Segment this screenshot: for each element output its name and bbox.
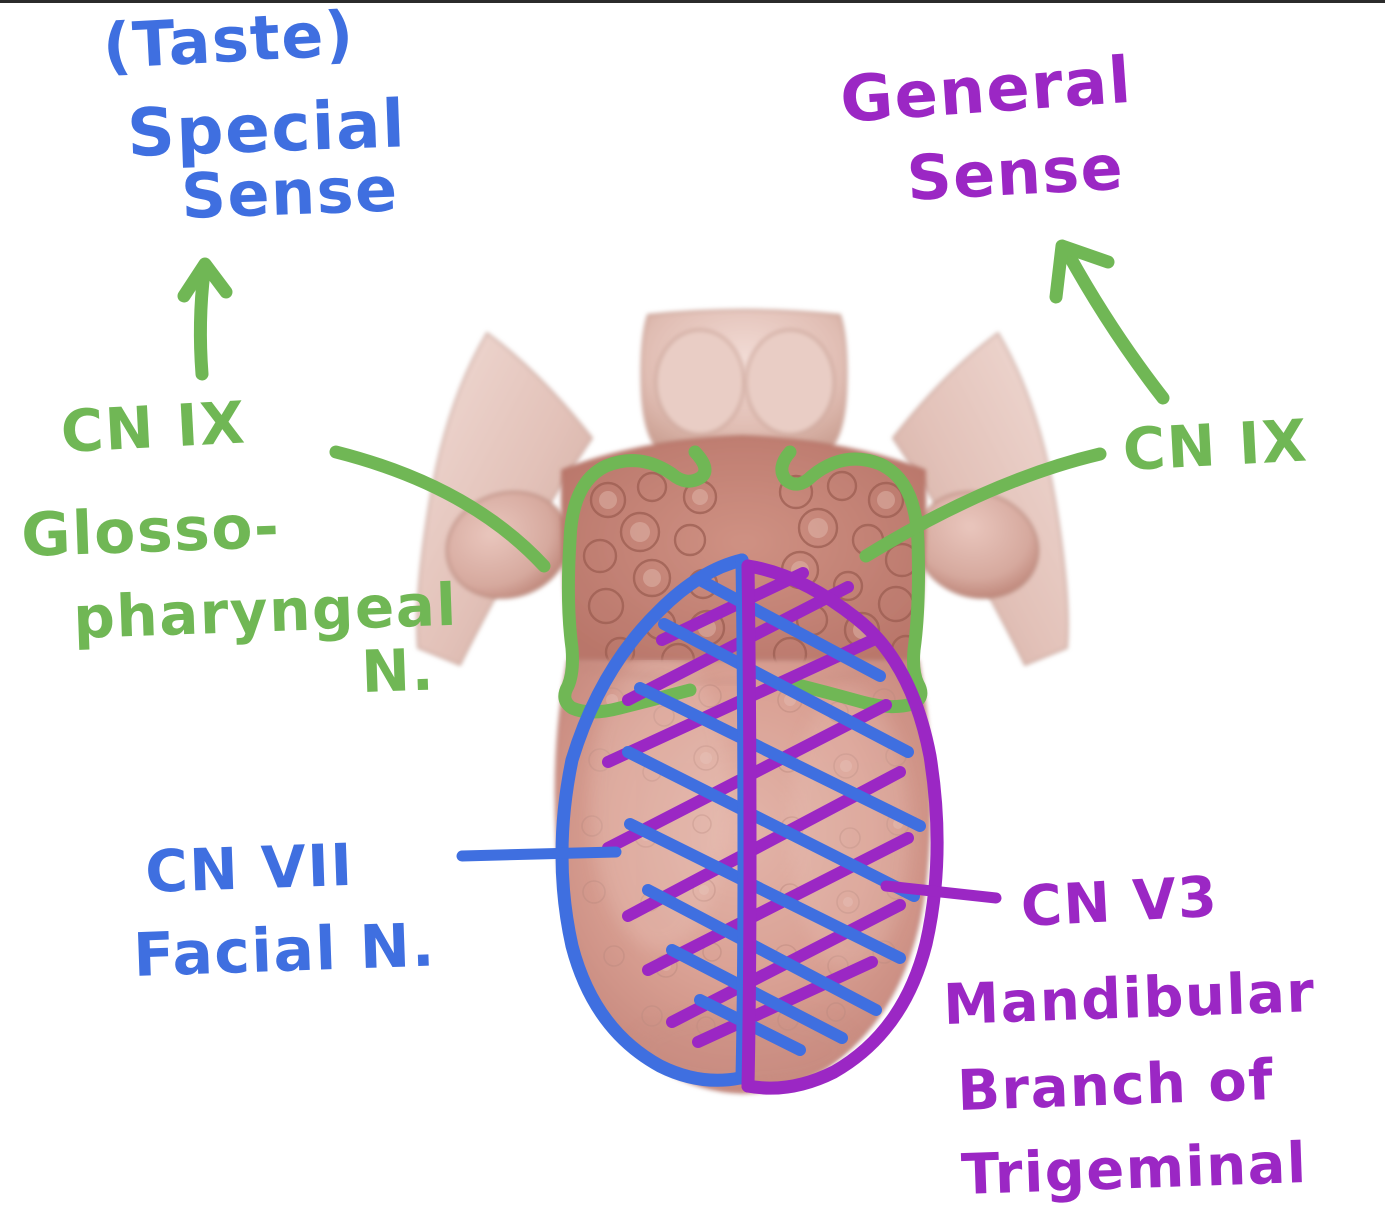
leader-line-cn9-left [329, 445, 551, 573]
label-cn7-line-1: Facial N. [132, 910, 437, 991]
label-cn-v3-line-2: Branch of [956, 1048, 1275, 1124]
label-special-sense-line-2: Sense [180, 152, 400, 233]
arrow-head-special-sense [177, 257, 233, 303]
arrow-shaft-general-sense [1059, 243, 1170, 405]
label-special-sense: (Taste) Special Sense [101, 0, 407, 233]
label-special-sense-line-0: (Taste) [101, 0, 356, 83]
label-general-sense-line-1: Sense [905, 131, 1126, 215]
label-cn9-left-line-0: CN IX [59, 388, 247, 466]
label-cn7-line-0: CN VII [144, 831, 355, 906]
arrow-head-general-sense [1049, 239, 1115, 304]
leader-line-cn7-facial [456, 846, 622, 862]
label-cn9-left-line-2: pharyngeal [72, 571, 459, 652]
leader-line-cn-v3 [880, 880, 1002, 904]
label-cn7-facial: CN VII Facial N. [132, 831, 437, 991]
label-cn9-glossopharyngeal: CN IX Glosso- pharyngeal N. [20, 388, 459, 706]
label-cn-v3-line-1: Mandibular [942, 960, 1316, 1038]
leader-line-cn9-right [859, 447, 1107, 563]
cn-v3-right-half-outline [741, 559, 944, 1095]
arrow-shaft-special-sense [193, 265, 211, 381]
label-cn9-left-line-1: Glosso- [20, 492, 281, 571]
top-border-line [0, 0, 1385, 3]
label-special-sense-line-1: Special [126, 85, 407, 172]
label-cn9-right: CN IX [1121, 406, 1309, 484]
label-cn9-right-line-0: CN IX [1121, 406, 1309, 484]
label-cn-v3-mandibular: CN V3 Mandibular Branch of Trigeminal [942, 865, 1316, 1208]
label-cn9-left-line-3: N. [360, 635, 436, 706]
label-cn-v3-line-0: CN V3 [1019, 865, 1219, 940]
blue-hatch-group [622, 574, 926, 1056]
label-general-sense-line-0: General [838, 44, 1135, 138]
label-general-sense: General Sense [838, 44, 1135, 215]
label-cn-v3-line-3: Trigeminal [960, 1131, 1308, 1208]
